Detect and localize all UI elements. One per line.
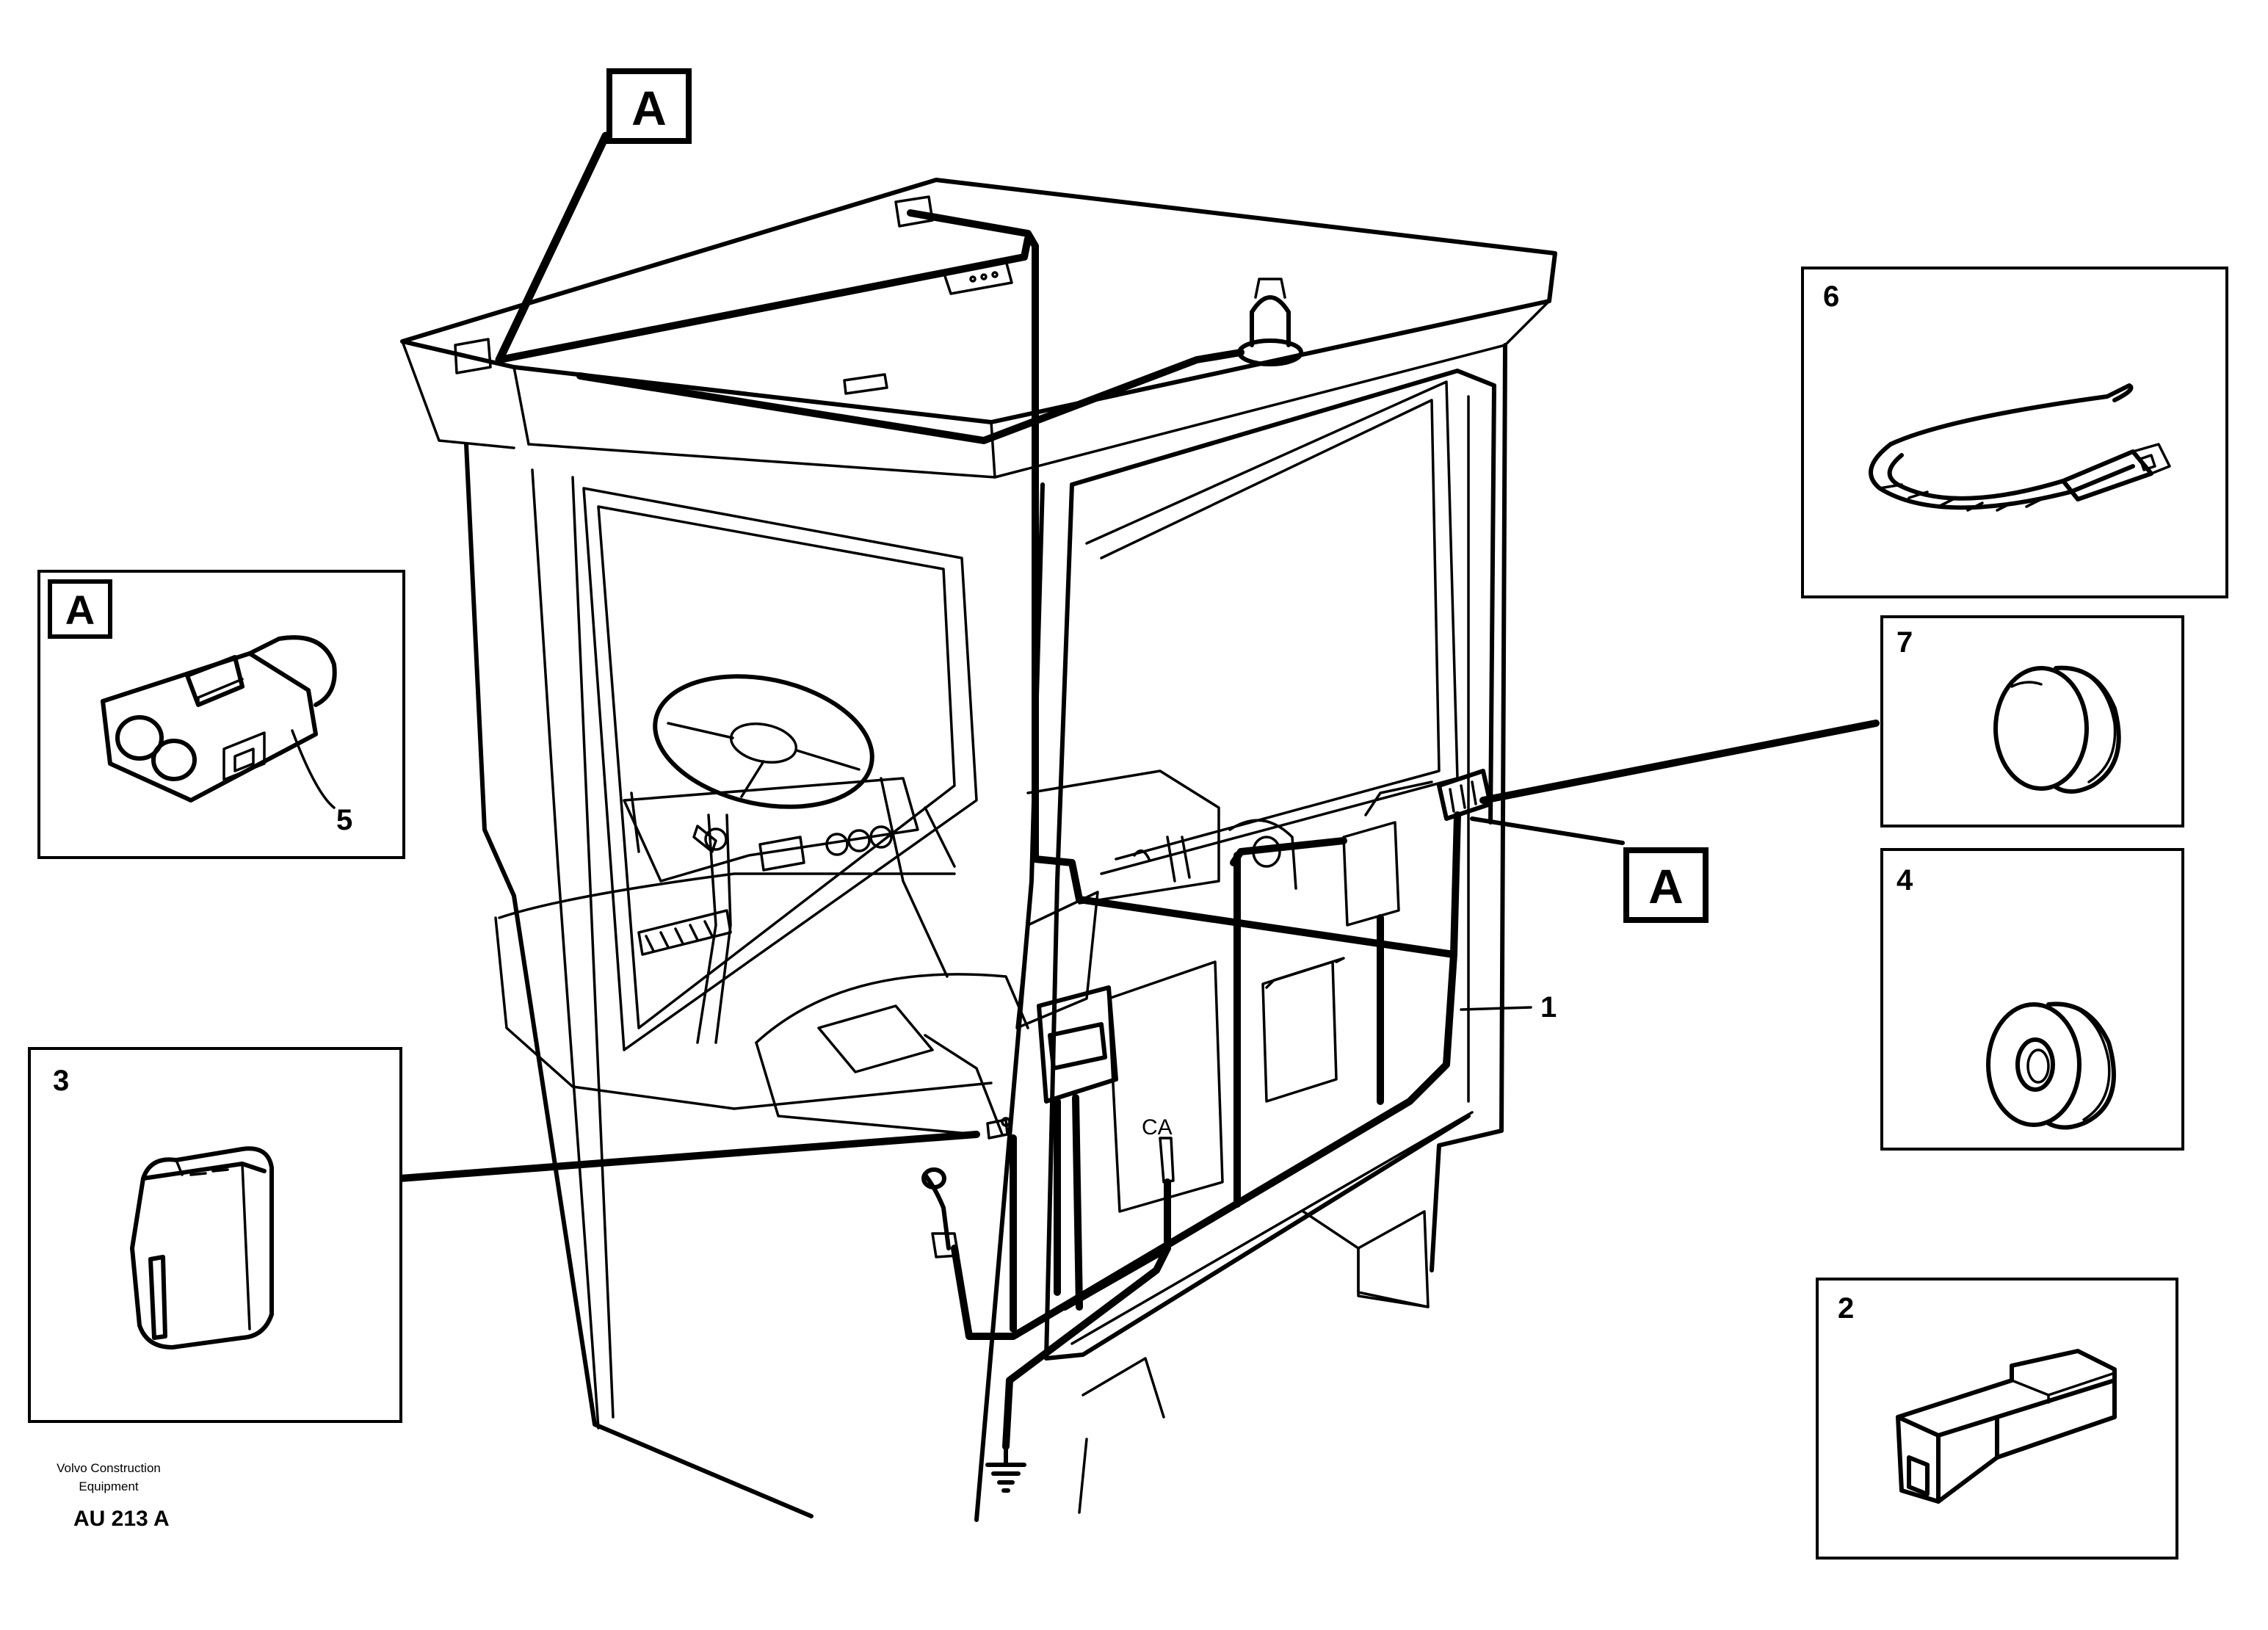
relay-icon [130, 1146, 274, 1350]
svg-text:CA: CA [1142, 1115, 1173, 1140]
svg-text:A: A [1648, 859, 1684, 913]
callout-3: 3 [53, 1065, 69, 1097]
detail-a-box: A 5 [37, 570, 405, 859]
cable-tie-icon [1869, 383, 2171, 512]
callout-2: 2 [1838, 1292, 1854, 1325]
tag-a-top: A [606, 68, 692, 144]
detail-4-box: 4 [1880, 848, 2184, 1151]
connector-icon [101, 635, 337, 809]
callout-1: 1 [1540, 991, 1557, 1024]
wiring-harness [396, 131, 1880, 1493]
credit-line-2: Equipment [79, 1479, 139, 1493]
steering-wheel-icon [653, 674, 874, 1044]
drawing-code: AU 213 A [73, 1507, 170, 1531]
credit-block: Volvo Construction Equipment AU 213 A [57, 1461, 169, 1531]
callout-5: 5 [336, 804, 352, 836]
tag-a-right: A [1623, 847, 1709, 923]
credit-line-1: Volvo Construction [57, 1461, 161, 1475]
svg-text:A: A [631, 81, 667, 135]
ground-symbol-icon [985, 1444, 1026, 1493]
grommet-icon [1986, 1001, 2116, 1130]
grommet-icon [1993, 665, 2121, 794]
detail-3-box: 3 [28, 1047, 402, 1423]
terminal-housing-icon [1896, 1349, 2117, 1504]
callout-7: 7 [1896, 626, 1913, 659]
detail-2-box: 2 [1816, 1278, 2178, 1560]
callout-4: 4 [1896, 864, 1913, 897]
detail-6-box: 6 [1801, 267, 2228, 598]
detail-7-box: 7 [1880, 615, 2184, 827]
callout-6: 6 [1823, 280, 1839, 313]
beacon-lamp-icon [1237, 278, 1303, 366]
cab-icon: CA [400, 178, 1557, 1522]
svg-text:A: A [65, 587, 95, 633]
